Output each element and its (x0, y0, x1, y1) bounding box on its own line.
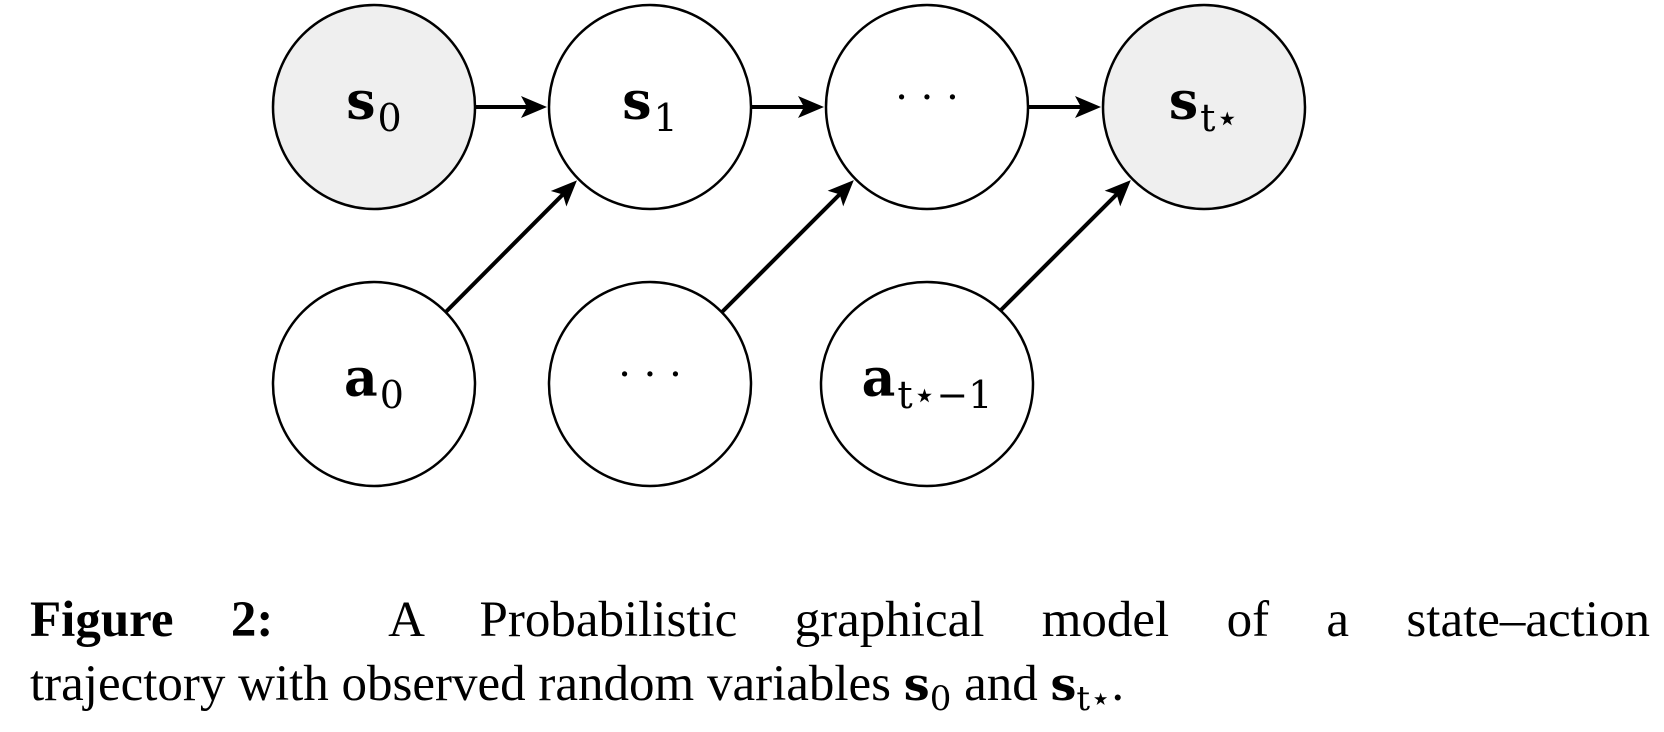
node-label-a_tstar_minus1: at⋆−1 (862, 348, 993, 417)
caption-label: Figure 2: (30, 592, 274, 648)
edge-a_dots-to-s_dots (720, 191, 843, 314)
node-a_dots: · · · (547, 280, 753, 488)
arrowhead-s_dots-to-s_tstar (1075, 96, 1101, 118)
node-s_tstar: st⋆ (1101, 3, 1307, 211)
node-a_tstar_minus1: at⋆−1 (819, 280, 1035, 488)
arrowhead-a0-to-s1 (550, 180, 577, 207)
node-circle-a_dots (547, 280, 753, 488)
caption-line-2: trajectory with observed random variable… (30, 652, 1650, 721)
caption-var-s0-sub: 0 (929, 679, 952, 719)
caption-end: . (1111, 656, 1125, 712)
node-circle-a0 (271, 280, 477, 488)
figure-caption: Figure 2: A Probabilistic graphical mode… (30, 588, 1650, 721)
node-label-s_tstar: st⋆ (1169, 71, 1239, 140)
node-s_dots: · · · (824, 3, 1030, 211)
arrowhead-a_tstar_minus1-to-s_tstar (1104, 180, 1131, 207)
nodes-layer: s0 s1 · · · st⋆ a0 · · · at⋆−1 (271, 3, 1307, 488)
node-circle-s_tstar (1101, 3, 1307, 211)
node-a0: a0 (271, 280, 477, 488)
node-circle-s0 (271, 3, 477, 211)
caption-var-ststar-sub: t⋆ (1076, 679, 1112, 719)
node-s0: s0 (271, 3, 477, 211)
arrowhead-s0-to-s1 (521, 96, 547, 118)
edge-a_tstar_minus1-to-s_tstar (999, 191, 1120, 312)
node-label-a0: a0 (344, 348, 404, 417)
graphical-model-diagram: s0 s1 · · · st⋆ a0 · · · at⋆−1 (271, 3, 1307, 488)
node-label-a_dots: · · · (618, 352, 682, 398)
node-label-s0: s0 (346, 71, 401, 140)
node-circle-s1 (547, 3, 753, 211)
caption-text-part2: trajectory with observed random variable… (30, 656, 892, 712)
caption-text-part1: A Probabilistic graphical model of a sta… (388, 592, 1650, 648)
edge-a0-to-s1 (444, 191, 566, 314)
node-circle-a_tstar_minus1 (819, 280, 1035, 488)
caption-line-1: Figure 2: A Probabilistic graphical mode… (30, 588, 1650, 652)
arrowhead-s1-to-s_dots (798, 96, 824, 118)
node-s1: s1 (547, 3, 753, 211)
node-label-s_dots: · · · (895, 75, 959, 121)
edges-layer (444, 96, 1131, 314)
node-circle-s_dots (824, 3, 1030, 211)
caption-var-s0: s (903, 657, 930, 711)
caption-conjunction: and (964, 656, 1038, 712)
node-label-s1: s1 (622, 71, 677, 140)
caption-var-ststar: s (1050, 657, 1077, 711)
arrowhead-a_dots-to-s_dots (827, 180, 854, 207)
